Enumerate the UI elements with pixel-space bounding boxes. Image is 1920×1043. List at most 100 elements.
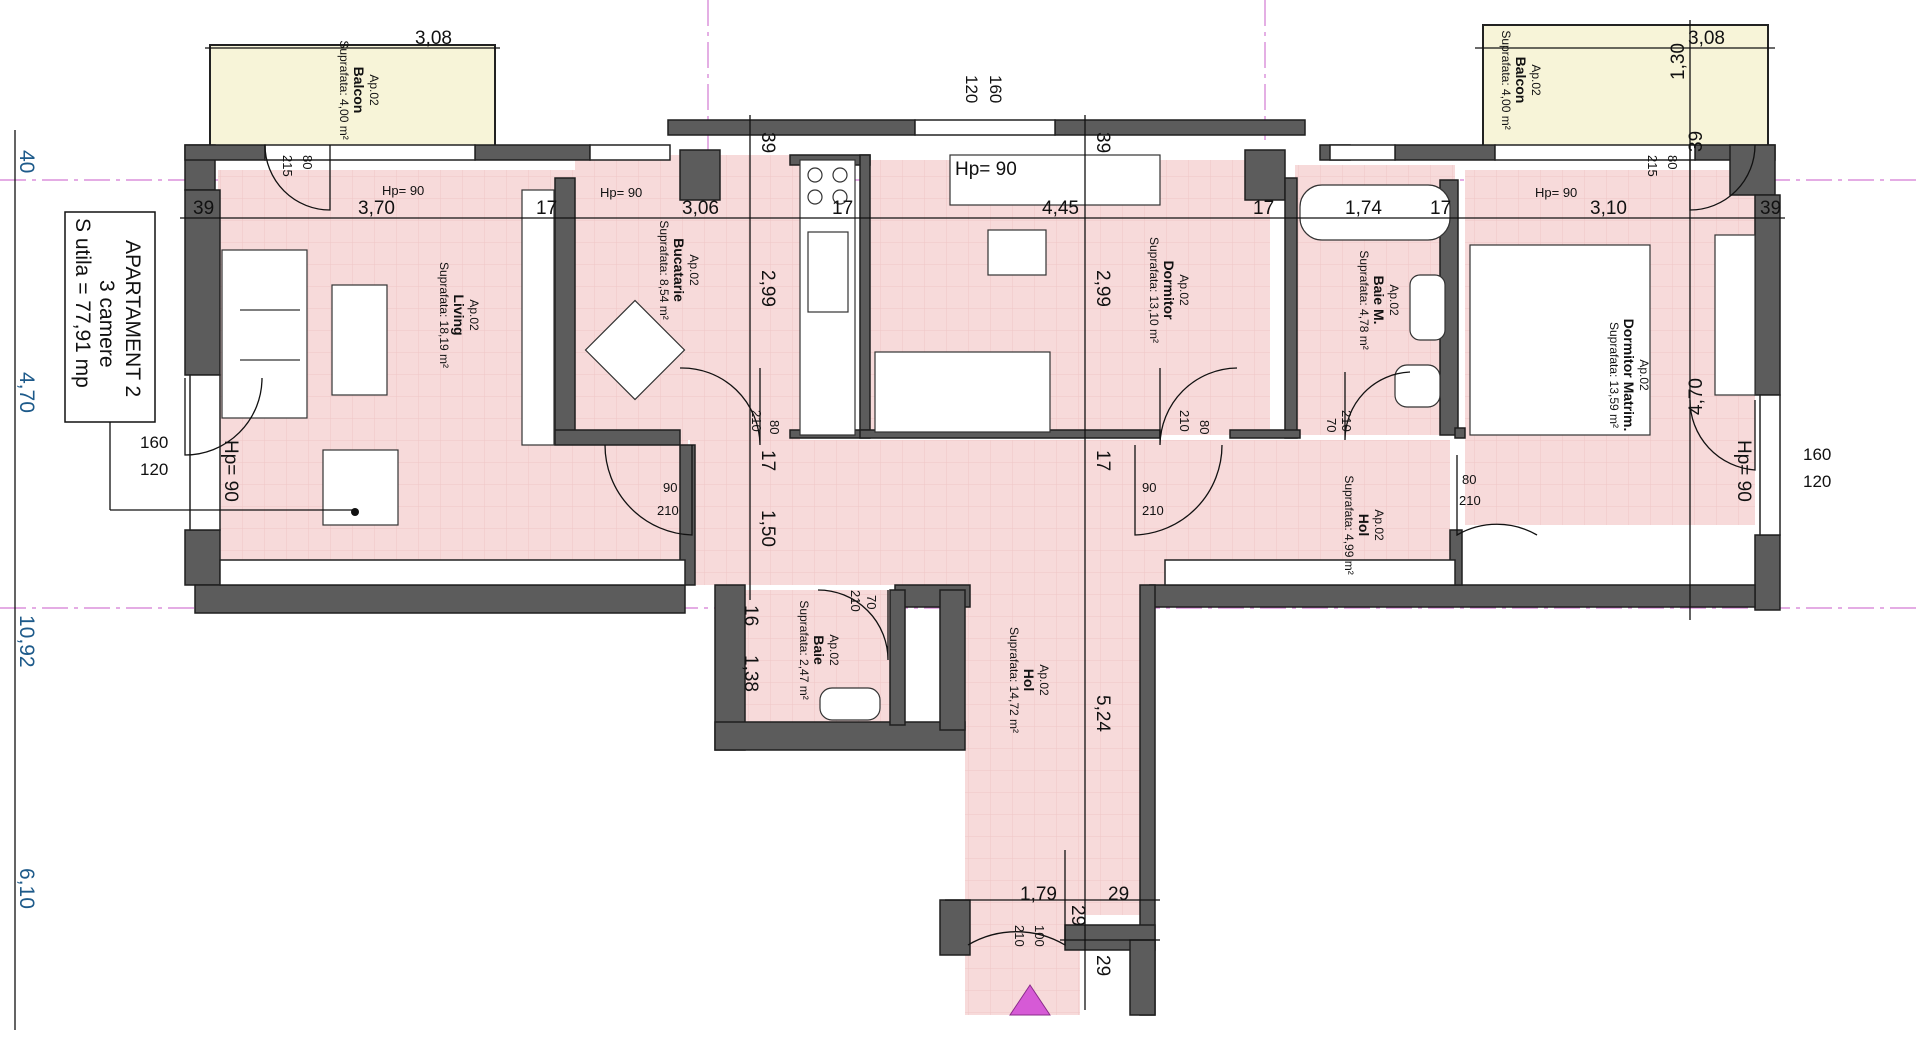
- hp-label-2: Hp= 90: [600, 185, 642, 200]
- svg-text:Ap.02: Ap.02: [1372, 509, 1386, 541]
- dim-vertical-299-a: 2,99: [757, 270, 778, 307]
- balcony-left: [209, 44, 496, 148]
- dim-wall-39-a: 39: [757, 132, 778, 153]
- dim-left-1092: 10,92: [15, 615, 38, 668]
- wardrobe: [949, 154, 1161, 206]
- door-living-90: 90: [663, 480, 677, 495]
- dim-hol-17-a: 17: [757, 450, 778, 471]
- balcony-door-left-80: 80: [300, 155, 315, 169]
- dim-baie-138: 1,38: [740, 655, 761, 692]
- dim-top-7: 17: [1253, 198, 1274, 219]
- svg-text:Ap.02: Ap.02: [1387, 284, 1401, 316]
- door-hol-90: 90: [1142, 480, 1156, 495]
- opening-labels: 160 120 160 120 160 120 80 215 80 215 Hp…: [140, 75, 1831, 947]
- dim-left-610: 6,10: [15, 868, 38, 909]
- washbasin: [1409, 274, 1446, 341]
- toilet: [1394, 364, 1441, 408]
- dim-wall-39-c: 39: [1686, 131, 1707, 152]
- window-top-160: 160: [986, 75, 1005, 103]
- furniture: [221, 154, 1756, 721]
- door-kitchen-210: 210: [749, 410, 764, 432]
- svg-text:Ap.02: Ap.02: [1637, 359, 1651, 391]
- dim-entrance-29-b: 29: [1067, 905, 1088, 926]
- dim-balcony-left-width: 3,08: [415, 28, 452, 49]
- window-right-160: 160: [1803, 445, 1831, 464]
- svg-text:Ap.02: Ap.02: [467, 299, 481, 331]
- svg-text:Balcon: Balcon: [351, 67, 367, 114]
- hp-label-1: Hp= 90: [382, 183, 424, 198]
- dim-vertical-470: 4,70: [1686, 378, 1707, 415]
- bedroom-wardrobe: [1714, 234, 1756, 396]
- title-line-3: S utila = 77,91 mp: [71, 218, 94, 388]
- room-label-hol-main: Ap.02 Hol Suprafata: 14,72 m²: [1007, 627, 1051, 733]
- double-bed: [1469, 244, 1651, 436]
- dim-balcony-right-width: 3,08: [1688, 28, 1725, 49]
- title-block: APARTAMENT 2 3 camere S utila = 77,91 mp: [64, 211, 156, 423]
- room-label-dormitor: Ap.02 Dormitor Suprafata: 13,10 m²: [1147, 237, 1191, 343]
- dim-top-8: 1,74: [1345, 198, 1382, 219]
- window-top-120: 120: [962, 75, 981, 103]
- bed: [874, 351, 1051, 433]
- dim-top-3: 17: [536, 198, 557, 219]
- tv-unit: [521, 189, 555, 446]
- svg-text:Suprafata: 4,99 m²: Suprafata: 4,99 m²: [1342, 475, 1356, 574]
- svg-text:Ap.02: Ap.02: [687, 254, 701, 286]
- balcony-right: [1482, 24, 1769, 148]
- door-baie-m-70: 70: [1324, 418, 1339, 432]
- svg-text:Suprafata: 13,10 m²: Suprafata: 13,10 m²: [1147, 237, 1161, 343]
- entrance-arrow: [1009, 984, 1051, 1016]
- hp-label-5: Hp= 90: [220, 440, 241, 502]
- svg-text:Dormitor Matrim.: Dormitor Matrim.: [1621, 319, 1637, 432]
- doors: [184, 144, 1756, 947]
- bath-sink: [819, 687, 881, 721]
- dim-hol-524: 5,24: [1092, 695, 1113, 732]
- dim-top-1: 39: [193, 198, 214, 219]
- door-baie-210: 210: [848, 590, 863, 612]
- door-hol-210: 210: [1142, 503, 1164, 518]
- room-label-balcon-left: Ap.02 Balcon Suprafata: 4,00 m²: [337, 40, 381, 139]
- svg-text:Suprafata: 13,59 m²: Suprafata: 13,59 m²: [1607, 322, 1621, 428]
- coffee-table: [331, 284, 388, 396]
- room-label-bucatarie: Ap.02 Bucatarie Suprafata: 8,54 m²: [657, 220, 701, 319]
- svg-text:Balcon: Balcon: [1513, 57, 1529, 104]
- dim-top-6: 4,45: [1042, 198, 1079, 219]
- svg-text:Dormitor: Dormitor: [1161, 260, 1177, 320]
- dim-top-10: 3,10: [1590, 198, 1627, 219]
- dim-left-470: 4,70: [15, 372, 38, 413]
- dim-top-5: 17: [832, 198, 853, 219]
- svg-text:Living: Living: [451, 294, 467, 335]
- window-right-120: 120: [1803, 472, 1831, 491]
- door-baie-70: 70: [864, 595, 879, 609]
- window-left-160: 160: [140, 433, 168, 452]
- door-kitchen-80: 80: [767, 420, 782, 434]
- dimension-texts: 3,08 3,08 1,30 39 3,70 17 3,06 17 4,45 1…: [15, 28, 1781, 976]
- dim-balcony-depth: 1,30: [1668, 43, 1689, 80]
- balcony-door-right-80: 80: [1665, 155, 1680, 169]
- dim-top-2: 3,70: [358, 198, 395, 219]
- door-matrim-210: 210: [1459, 493, 1481, 508]
- svg-text:Suprafata: 4,00 m²: Suprafata: 4,00 m²: [337, 40, 351, 139]
- svg-text:Baie M.: Baie M.: [1371, 275, 1387, 324]
- balcony-door-right-215: 215: [1645, 155, 1660, 177]
- dim-hol-150: 1,50: [757, 510, 778, 547]
- dim-entrance-29-c: 29: [1092, 955, 1113, 976]
- balcony-door-left-215: 215: [280, 155, 295, 177]
- desk: [987, 229, 1047, 276]
- door-baie-m-210: 210: [1339, 410, 1354, 432]
- dim-top-4: 3,06: [682, 198, 719, 219]
- title-line-2: 3 camere: [95, 280, 118, 368]
- door-matrim-80: 80: [1462, 472, 1476, 487]
- svg-text:Suprafata: 4,78 m²: Suprafata: 4,78 m²: [1357, 250, 1371, 349]
- sink: [807, 231, 849, 313]
- svg-text:Baie: Baie: [811, 635, 827, 665]
- svg-text:Hol: Hol: [1021, 669, 1037, 692]
- dim-left-40: 40: [15, 150, 38, 173]
- svg-text:Suprafata: 2,47 m²: Suprafata: 2,47 m²: [797, 600, 811, 699]
- window-left-120: 120: [140, 460, 168, 479]
- dim-top-9: 17: [1430, 198, 1451, 219]
- door-dormitor-210: 210: [1177, 410, 1192, 432]
- dim-entrance-179: 1,79: [1020, 884, 1057, 905]
- svg-text:Ap.02: Ap.02: [367, 74, 381, 106]
- dim-baie-16: 16: [740, 605, 761, 626]
